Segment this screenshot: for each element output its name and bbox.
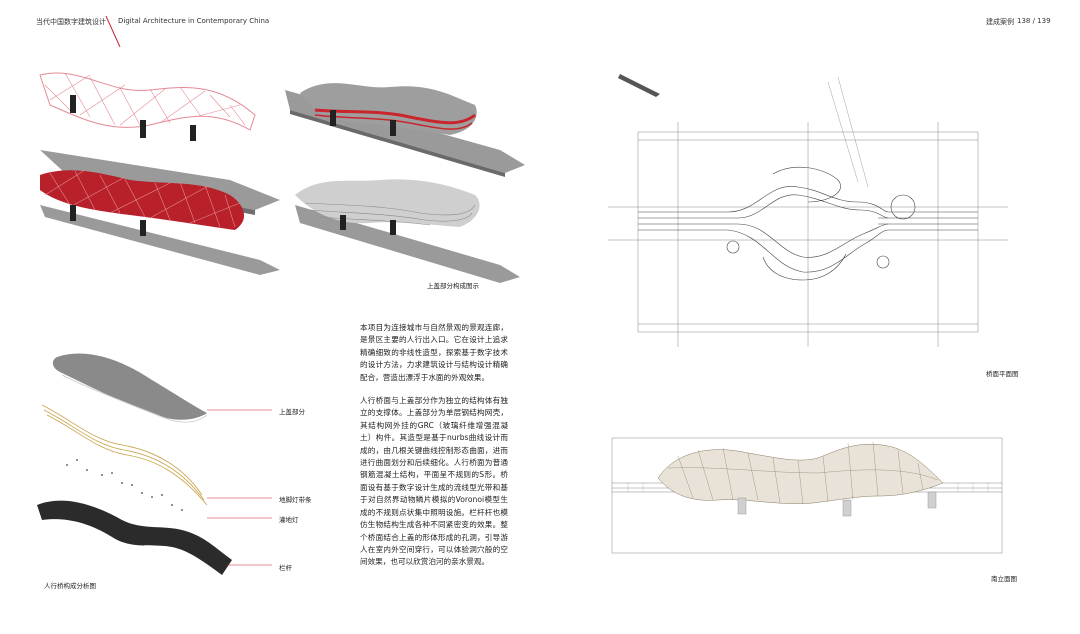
render-red-mesh (40, 169, 280, 275)
book-title-en: Digital Architecture in Contemporary Chi… (118, 17, 270, 25)
top-composition-figure (39, 72, 525, 283)
caption-plan: 桥面平面图 (986, 370, 1019, 378)
caption-structure-analysis: 人行桥构成分析图 (44, 582, 96, 590)
callout-ground-lamp: 灌地灯 (279, 516, 299, 524)
callout-light-strip: 地脚灯带条 (279, 496, 312, 504)
elevation-drawing (611, 437, 1003, 554)
exploded-analysis-figure (37, 353, 272, 575)
header-accent-slash (105, 15, 121, 48)
caption-elevation: 南立面图 (991, 575, 1017, 583)
body-paragraph-1: 本项目为连接城市与自然景观的景观连廊，是景区主要的人行出入口。它在设计上追求精确… (360, 323, 508, 382)
caption-top-composition: 上盖部分构成图示 (427, 282, 479, 290)
render-shell-red-ridge (285, 83, 525, 177)
book-title-cn: 当代中国数字建筑设计 (36, 18, 106, 26)
body-paragraph-2: 人行桥面与上盖部分作为独立的结构体有独立的支撑体。上盖部分为单层钢结构网壳，其结… (360, 396, 508, 567)
plan-drawing (608, 74, 1008, 347)
callout-railing: 栏杆 (279, 564, 292, 572)
body-text-column: 本项目为连接城市与自然景观的景观连廊，是景区主要的人行出入口。它在设计上追求精确… (360, 322, 508, 580)
section-label: 建成案例 (986, 18, 1014, 26)
page-numbers: 138 / 139 (1017, 17, 1051, 25)
render-shell-lines (295, 179, 520, 283)
callout-top-cover: 上盖部分 (279, 408, 305, 416)
